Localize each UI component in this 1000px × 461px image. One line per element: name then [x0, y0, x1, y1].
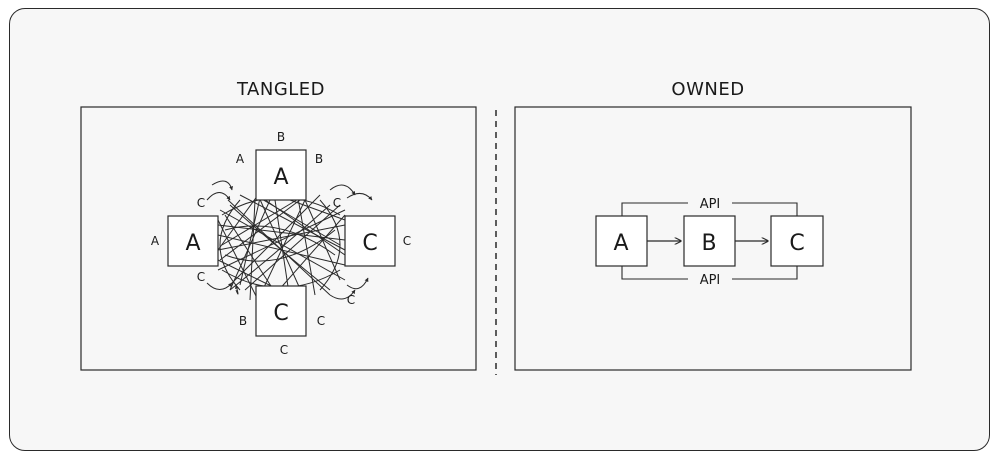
tangled-corner-label-5: B [239, 314, 247, 328]
tangled-title: TANGLED [236, 79, 326, 100]
owned-box-b-label: B [701, 231, 716, 256]
tangled-box-bottom: C [255, 285, 307, 337]
owned-api-lines [621, 202, 798, 280]
tangled-outer-label-left: A [151, 234, 160, 248]
tangled-corner-label-2: B [315, 152, 323, 166]
owned-title: OWNED [671, 79, 745, 100]
tangled-curved-arrows [206, 180, 373, 300]
tangled-corner-label-6: C [317, 314, 325, 328]
owned-box-c-label: C [789, 231, 804, 256]
tangled-corner-label-4: C [333, 196, 341, 210]
owned-api-bottom-label: API [700, 273, 721, 288]
owned-api-top-label: API [700, 197, 721, 212]
tangled-corner-label-8: C [347, 293, 355, 307]
owned-box-a-label: A [613, 231, 628, 256]
tangled-box-bottom-label: C [273, 301, 288, 326]
tangled-box-top: A [255, 149, 307, 201]
owned-box-c: C [770, 215, 824, 267]
tangled-outer-label-top: B [277, 130, 285, 144]
tangled-outer-label-right: C [403, 234, 411, 248]
tangled-corner-label-7: C [197, 270, 205, 284]
tangled-box-top-label: A [273, 165, 288, 190]
tangled-corner-label-1: A [236, 152, 245, 166]
tangled-box-right-label: C [362, 231, 377, 256]
tangled-box-left: A [167, 215, 219, 267]
owned-box-a: A [595, 215, 648, 267]
tangled-corner-label-3: C [197, 196, 205, 210]
tangled-outer-label-bottom: C [280, 343, 288, 357]
tangled-box-right: C [344, 215, 396, 267]
tangled-box-left-label: A [185, 231, 200, 256]
tangled-connections [217, 194, 346, 301]
owned-box-b: B [683, 215, 736, 267]
